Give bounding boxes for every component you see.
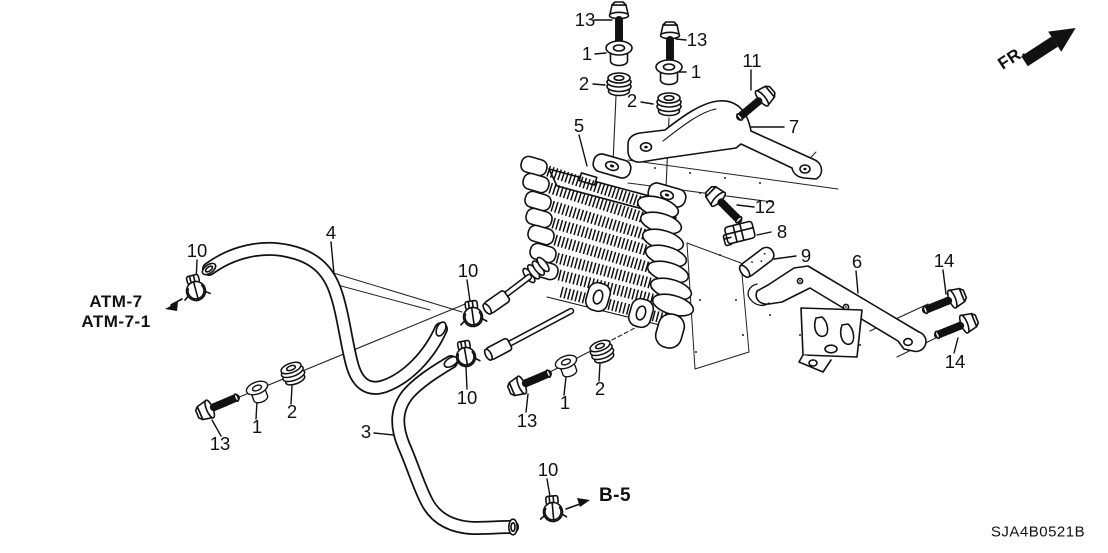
callout-10: 10 — [537, 458, 559, 480]
cooler-inlet-fitting — [522, 256, 550, 284]
callout-11: 11 — [742, 49, 762, 71]
callout-10: 10 — [186, 239, 208, 261]
fr-direction-arrow — [1021, 28, 1076, 67]
callout-8: 8 — [776, 220, 788, 242]
diagram-code: SJA4B0521B — [990, 523, 1086, 541]
callout-2: 2 — [286, 400, 298, 422]
callout-12: 12 — [754, 195, 776, 217]
collar-9 — [738, 246, 775, 279]
callout-2: 2 — [626, 89, 638, 111]
callout-2: 2 — [578, 72, 590, 94]
bolt-14-lower — [932, 310, 980, 344]
callout-1: 1 — [690, 60, 702, 82]
callout-14: 14 — [933, 249, 955, 271]
callout-13: 13 — [209, 432, 231, 454]
ref-b-5: B-5 — [598, 485, 632, 506]
mount-stack-left — [605, 2, 633, 97]
ref-atm-7: ATM-7 — [89, 292, 143, 311]
callout-7: 7 — [788, 115, 800, 137]
cooler-pipes — [482, 273, 575, 361]
atf-hose-3 — [391, 355, 519, 536]
bracket-lower-stay — [747, 265, 927, 373]
callout-3: 3 — [360, 420, 372, 442]
hose-clamp-10-lower — [449, 338, 482, 370]
callout-4: 4 — [325, 221, 337, 243]
atm-arrow — [165, 298, 183, 311]
callout-13: 13 — [574, 8, 596, 30]
atf-hose-4 — [201, 241, 448, 395]
hose-clamp-10-upper — [457, 298, 488, 330]
callout-9: 9 — [800, 244, 812, 266]
b5-arrow — [565, 498, 590, 510]
callout-10: 10 — [457, 259, 479, 281]
callout-6: 6 — [851, 250, 863, 272]
mount-stack-right — [655, 22, 682, 117]
hose-clamp-10-left — [178, 271, 212, 305]
callout-5: 5 — [573, 114, 585, 136]
atf-cooler — [520, 153, 695, 349]
hose-clamp-10-b5 — [537, 494, 568, 524]
callout-10: 10 — [456, 386, 478, 408]
callout-1: 1 — [559, 391, 571, 413]
callout-13: 13 — [686, 28, 708, 50]
bolt-14-upper — [920, 285, 968, 319]
ref-atm-7-1: ATM-7-1 — [81, 312, 151, 331]
bracket-upper-stay — [627, 100, 823, 180]
pipe-clamp-8 — [722, 220, 756, 247]
callout-1: 1 — [581, 42, 593, 64]
callout-2: 2 — [594, 377, 606, 399]
callout-1: 1 — [251, 415, 263, 437]
callout-14: 14 — [944, 350, 966, 372]
bolt-11 — [732, 82, 778, 125]
callout-13: 13 — [516, 409, 538, 431]
